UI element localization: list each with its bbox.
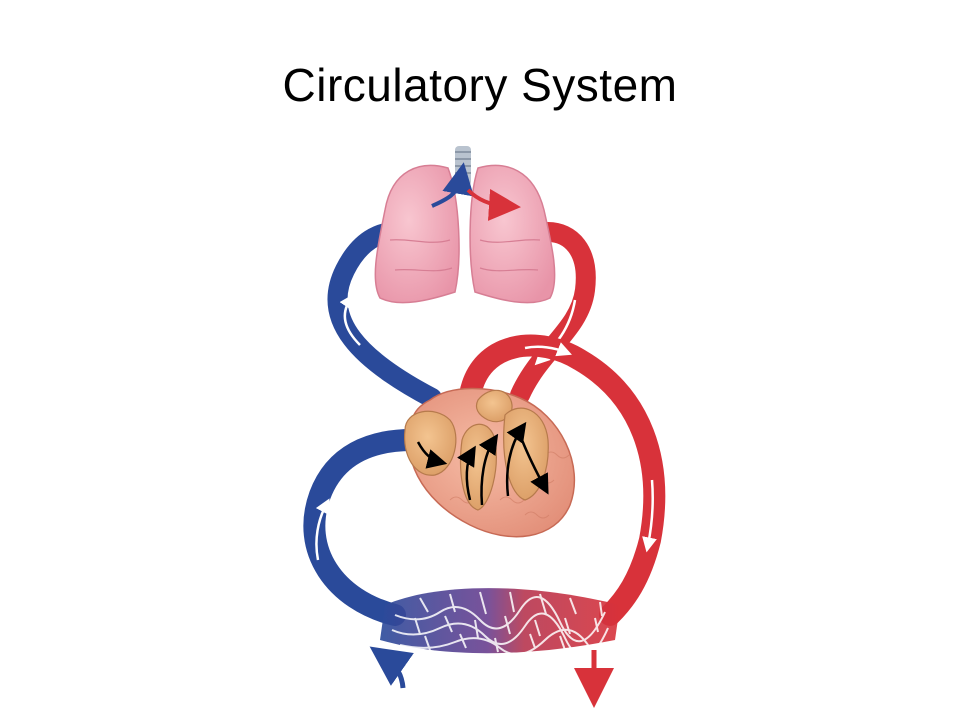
slide-title: Circulatory System [282, 59, 678, 111]
flow-arrow-icon [456, 445, 476, 501]
capillary-bed [380, 588, 620, 658]
vena-cava-vessel [303, 429, 423, 626]
trachea [455, 146, 471, 186]
flow-arrow-icon [505, 421, 527, 497]
pulmonary-artery-vessel [327, 222, 442, 408]
venous-return-arrow [369, 646, 414, 689]
right-lung [469, 164, 556, 304]
flow-arrow-icon [520, 439, 549, 495]
left-lung [374, 164, 460, 304]
flow-arrow-icon [478, 433, 499, 506]
heart [403, 387, 576, 538]
lung-oxygenated-arrow [466, 188, 521, 221]
flow-arrow-icon [416, 441, 448, 469]
aorta-vessel [459, 334, 666, 626]
lung-deoxygenated-arrow [431, 162, 474, 208]
